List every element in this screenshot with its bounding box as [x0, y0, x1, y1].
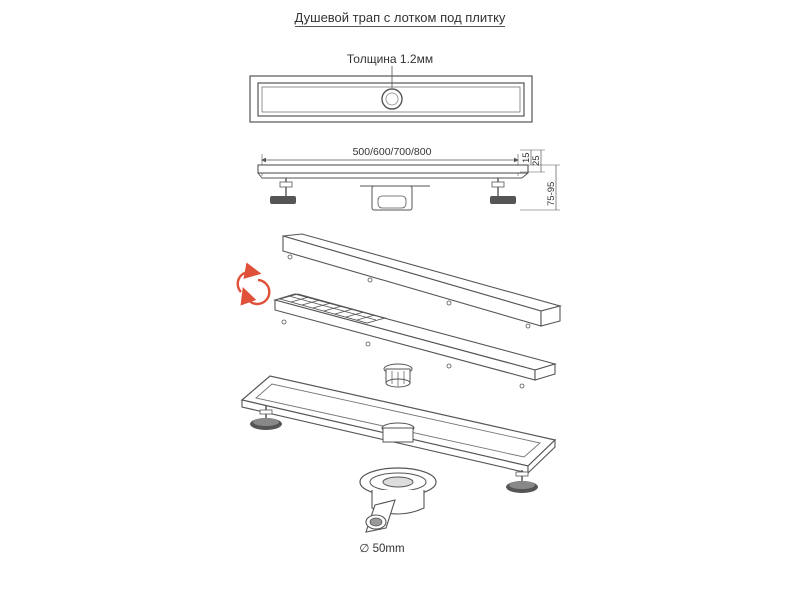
rotate-icon: [236, 262, 271, 306]
channel-profile: [257, 164, 529, 174]
siphon-outlet: [359, 467, 437, 533]
diameter-label: ∅ 50mm: [359, 543, 404, 555]
foot-right-iso: [506, 470, 538, 493]
page-title: Душевой трап с лотком под плитку: [294, 10, 506, 27]
foot-left: [270, 178, 296, 204]
top-view: Толщина 1.2мм: [249, 52, 533, 123]
foot-right: [490, 178, 516, 204]
length-label: 500/600/700/800: [353, 146, 432, 158]
drain-hole-inner: [385, 92, 399, 106]
exploded-view: ∅ 50mm: [236, 233, 563, 555]
grate-panel: [261, 86, 521, 113]
thickness-label: Толщина 1.2мм: [347, 52, 433, 66]
dim-15-label: 15: [521, 152, 532, 163]
tray-grid: [278, 293, 387, 324]
channel-edge-left: [257, 172, 263, 179]
foot-left-iso: [250, 405, 282, 430]
tile-tray: [272, 293, 558, 389]
strainer: [383, 363, 413, 388]
grate-inner: [257, 82, 525, 117]
channel-edge-right: [521, 172, 529, 179]
channel-body: [240, 375, 557, 475]
dim-height-label: 75-95: [546, 182, 557, 206]
grate-outer: [249, 75, 533, 123]
dim-25-label: 25: [531, 155, 542, 166]
solid-cover: [282, 233, 563, 329]
outlet-pipe: [377, 195, 407, 209]
side-view: 500/600/700/800: [257, 146, 560, 211]
